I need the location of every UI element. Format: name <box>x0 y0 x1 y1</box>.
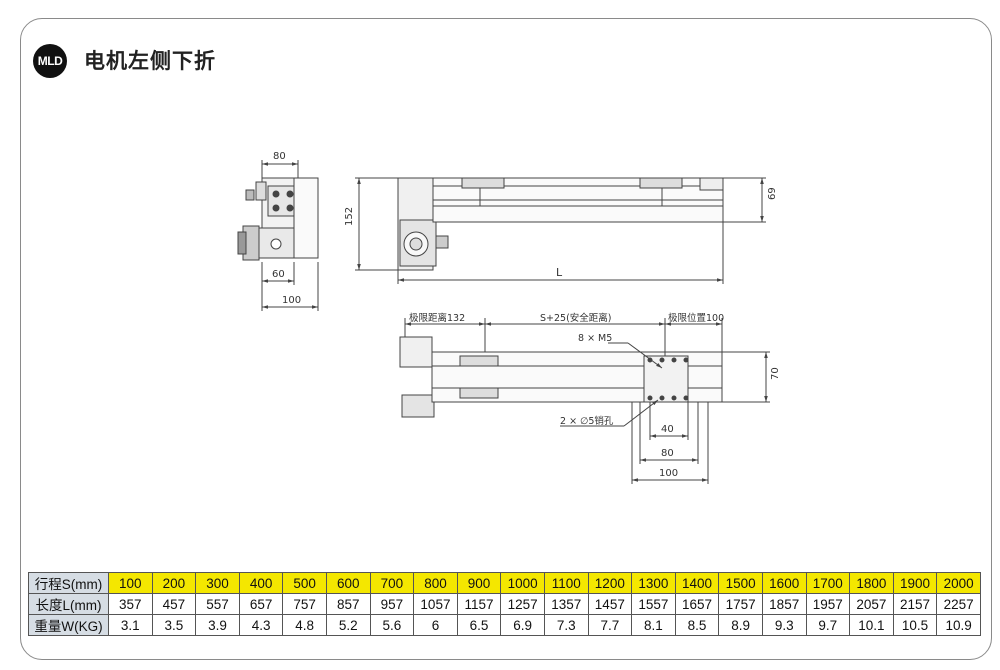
table-cell: 5.6 <box>369 614 415 636</box>
table-cell: 1257 <box>500 593 545 615</box>
front-view <box>355 177 766 284</box>
table-cell: 10.5 <box>892 614 938 636</box>
table-cell: 1057 <box>413 593 458 615</box>
row-header: 长度L(mm) <box>28 593 109 615</box>
row-header: 行程S(mm) <box>28 572 109 594</box>
table-cell: 9.3 <box>761 614 807 636</box>
table-cell: 457 <box>151 593 197 615</box>
label-screw: 8 × M5 <box>578 333 612 344</box>
table-cell: 1600 <box>761 572 807 594</box>
dim-front-length: L <box>556 266 563 279</box>
table-cell: 1900 <box>892 572 938 594</box>
brand-logo: MLD <box>33 44 67 78</box>
table-cell: 1357 <box>543 593 589 615</box>
table-cell: 400 <box>238 572 284 594</box>
table-cell: 3.9 <box>195 614 240 636</box>
table-cell: 1857 <box>761 593 807 615</box>
label-pin: 2 × ∅5销孔 <box>560 415 614 427</box>
table-cell: 500 <box>282 572 327 594</box>
table-cell: 1500 <box>718 572 763 594</box>
table-cell: 557 <box>195 593 240 615</box>
dim-front-right: 69 <box>767 187 778 200</box>
table-cell: 10.9 <box>936 614 981 636</box>
table-cell: 3.1 <box>108 614 153 636</box>
table-cell: 700 <box>369 572 415 594</box>
row-header: 重量W(KG) <box>28 614 109 636</box>
table-cell: 9.7 <box>805 614 851 636</box>
table-cell: 7.7 <box>587 614 633 636</box>
dim-side-bottom: 100 <box>282 295 301 306</box>
table-cell: 4.8 <box>282 614 327 636</box>
dim-40: 40 <box>661 424 674 435</box>
table-cell: 3.5 <box>151 614 197 636</box>
dim-100: 100 <box>659 468 678 479</box>
table-cell: 757 <box>282 593 327 615</box>
table-cell: 1757 <box>718 593 763 615</box>
table-cell: 1300 <box>631 572 676 594</box>
top-view <box>399 318 770 484</box>
logo-text: MLD <box>37 54 63 68</box>
dim-top-height: 70 <box>770 367 781 380</box>
table-cell: 2057 <box>849 593 894 615</box>
dim-limit-right: 极限位置100 <box>668 312 724 324</box>
table-cell: 857 <box>325 593 371 615</box>
dim-side-top: 80 <box>273 151 286 162</box>
table-cell: 357 <box>108 593 153 615</box>
table-cell: 957 <box>369 593 415 615</box>
table-cell: 1457 <box>587 593 633 615</box>
table-cell: 1200 <box>587 572 633 594</box>
table-cell: 200 <box>151 572 197 594</box>
table-cell: 800 <box>413 572 458 594</box>
table-cell: 8.5 <box>674 614 720 636</box>
table-cell: 8.9 <box>718 614 763 636</box>
dim-80: 80 <box>661 448 674 459</box>
dim-stroke: S+25(安全距离) <box>540 312 612 324</box>
page-frame <box>20 18 992 660</box>
table-cell: 6.5 <box>456 614 502 636</box>
table-cell: 100 <box>108 572 153 594</box>
table-cell: 2000 <box>936 572 981 594</box>
table-cell: 657 <box>238 593 284 615</box>
dim-limit-left: 极限距离132 <box>409 312 465 324</box>
page-title: 电机左侧下折 <box>84 49 216 73</box>
table-cell: 300 <box>195 572 240 594</box>
table-cell: 1657 <box>674 593 720 615</box>
table-cell: 600 <box>325 572 371 594</box>
table-cell: 7.3 <box>543 614 589 636</box>
side-view <box>237 160 319 311</box>
table-cell: 1700 <box>805 572 851 594</box>
table-cell: 1800 <box>849 572 894 594</box>
table-cell: 10.1 <box>849 614 894 636</box>
table-cell: 6.9 <box>500 614 545 636</box>
table-cell: 1557 <box>631 593 676 615</box>
table-cell: 1400 <box>674 572 720 594</box>
table-cell: 2257 <box>936 593 981 615</box>
table-cell: 4.3 <box>238 614 284 636</box>
table-cell: 2157 <box>892 593 938 615</box>
table-cell: 6 <box>413 614 458 636</box>
table-cell: 1000 <box>500 572 545 594</box>
table-cell: 1157 <box>456 593 502 615</box>
table-cell: 900 <box>456 572 502 594</box>
table-cell: 8.1 <box>631 614 676 636</box>
dim-front-height: 152 <box>344 207 355 226</box>
table-cell: 1100 <box>543 572 589 594</box>
table-cell: 5.2 <box>325 614 371 636</box>
dim-side-mid: 60 <box>272 269 285 280</box>
table-cell: 1957 <box>805 593 851 615</box>
